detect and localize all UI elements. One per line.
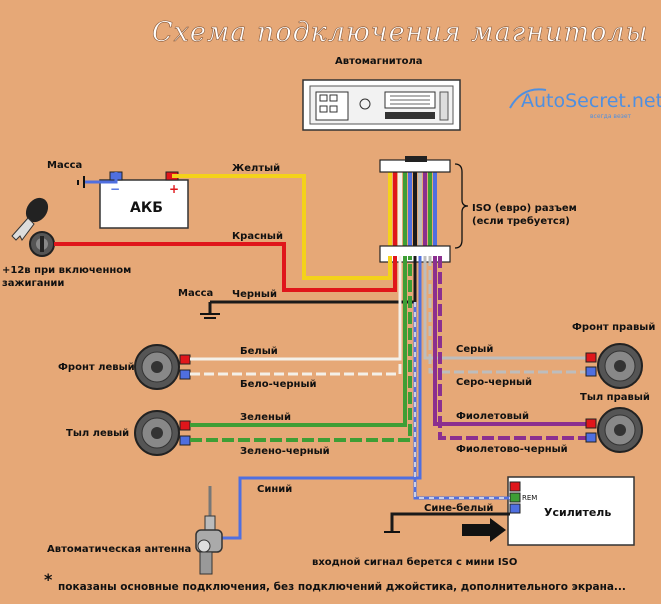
- front-left-speaker-icon: [134, 344, 180, 390]
- gray-black-wire-label: Серо-черный: [456, 377, 532, 388]
- gray-black-wire: [428, 256, 586, 374]
- ignition-switch-icon: [29, 231, 55, 257]
- battery-label: АКБ: [130, 200, 163, 216]
- main-ground-icon: [200, 313, 220, 319]
- front-left-speaker-label: Фронт левый: [58, 362, 135, 373]
- white-wire-label: Белый: [240, 346, 278, 357]
- amplifier-rem-label: REM: [522, 494, 537, 502]
- iso-label-line1: ISO (евро) разъем: [472, 203, 577, 214]
- violet-wire-label: Фиолетовый: [456, 411, 529, 422]
- blue-white-wire-label: Сине-белый: [424, 502, 493, 514]
- green-wire: [190, 256, 407, 427]
- iso-bracket: [454, 163, 469, 249]
- iso-label-line2: (если требуется): [472, 215, 570, 227]
- yellow-wire: [172, 174, 392, 280]
- battery-ground-label: Масса: [47, 160, 82, 171]
- battery-box: [99, 179, 189, 229]
- rear-left-speaker-label: Тыл левый: [66, 428, 129, 439]
- yellow-wire-label: Желтый: [232, 163, 280, 174]
- diagram-title: Схема подключения магнитолы: [152, 17, 649, 48]
- green-black-wire-label: Зелено-черный: [240, 446, 330, 457]
- head-unit-icon: [302, 79, 461, 131]
- antenna-label: Автоматическая антенна: [47, 544, 191, 555]
- watermark-swoosh-icon: [509, 88, 547, 109]
- gray-wire-label: Серый: [456, 344, 493, 355]
- violet-wire: [433, 256, 586, 426]
- white-black-wire-label: Бело-черный: [240, 379, 317, 390]
- white-black-wire: [190, 359, 402, 376]
- key-icon: [11, 197, 49, 241]
- green-black-wire: [190, 256, 412, 442]
- main-ground-label: Масса: [178, 288, 213, 299]
- iso-connector-plug: [405, 156, 427, 162]
- violet-black-wire-label: Фиолетово-черный: [456, 444, 568, 455]
- violet-black-wire: [438, 256, 586, 440]
- input-signal-note: входной сигнал берется с мини ISO: [312, 556, 517, 568]
- antenna-icon: [195, 486, 223, 575]
- rear-right-speaker-icon: [597, 407, 643, 453]
- red-wire-label: Красный: [232, 231, 283, 242]
- footnote-asterisk: *: [44, 570, 53, 589]
- rear-right-speaker-label: Тыл правый: [580, 392, 650, 403]
- wire-harness: [388, 170, 437, 256]
- amplifier-label: Усилитель: [544, 506, 611, 519]
- blue-wire-label: Синий: [257, 484, 292, 495]
- amplifier-ground-wire: [390, 512, 510, 532]
- battery-minus-sign: −: [110, 182, 120, 196]
- ignition-label-line1: +12в при включенном: [2, 265, 131, 276]
- watermark-tagline: всегда везет: [590, 113, 632, 120]
- input-arrow-icon: [462, 518, 506, 542]
- ignition-label-line2: зажигании: [2, 278, 64, 289]
- footnote-text: показаны основные подключения, без подкл…: [58, 581, 626, 593]
- battery-ground-wire: [84, 172, 118, 184]
- battery-plus-sign: +: [169, 182, 179, 196]
- watermark: AutoSecret.net всегда везет: [509, 88, 661, 120]
- white-wire: [190, 256, 402, 361]
- gray-wire: [423, 256, 586, 360]
- watermark-brand: AutoSecret.net: [521, 90, 661, 112]
- blue-wire: [222, 256, 422, 540]
- ground-icon: [77, 176, 85, 188]
- amplifier-box: [507, 476, 635, 546]
- rear-left-speaker-icon: [134, 410, 180, 456]
- black-wire-label: Черный: [232, 289, 277, 300]
- front-right-speaker-icon: [597, 343, 643, 389]
- blue-white-wire: [413, 302, 510, 500]
- green-wire-label: Зеленый: [240, 412, 291, 423]
- head-unit-label: Автомагнитола: [335, 56, 423, 67]
- red-wire: [54, 242, 397, 292]
- front-right-speaker-label: Фронт правый: [572, 322, 655, 333]
